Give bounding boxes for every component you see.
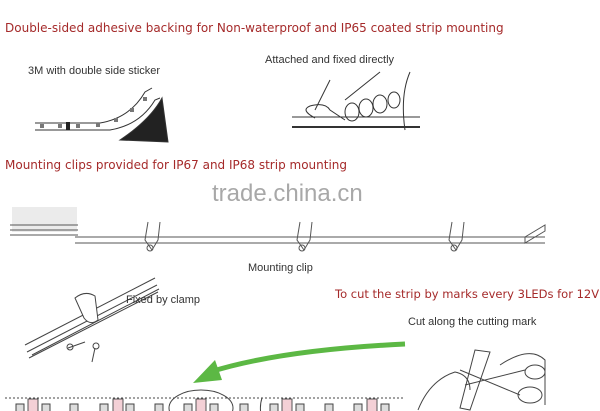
clips-section-heading: Mounting clips provided for IP67 and IP6… xyxy=(5,158,348,172)
mounting-clip-icon xyxy=(144,221,161,252)
mounting-clip-icon xyxy=(448,221,465,252)
mounting-strip-drawing xyxy=(10,207,546,252)
watermark: trade.china.cn xyxy=(212,180,363,207)
attached-label: Attached and fixed directly xyxy=(265,54,395,66)
adhesive-strip-drawing xyxy=(35,87,169,143)
mounting-clip-label: Mounting clip xyxy=(248,262,313,274)
green-arrow-icon xyxy=(193,341,406,383)
clamp-label: Fixed by clamp xyxy=(126,294,200,306)
sticker-label: 3M with double side sticker xyxy=(28,65,161,77)
hand-pressing-drawing xyxy=(292,71,420,131)
cut-section-heading: To cut the strip by marks every 3LEDs fo… xyxy=(335,287,600,301)
clamp-drawing xyxy=(24,277,160,363)
scissors-cutting-drawing xyxy=(417,349,546,411)
cut-label: Cut along the cutting mark xyxy=(408,316,537,328)
mounting-clip-icon xyxy=(296,221,313,252)
led-strip-cut-drawing xyxy=(5,389,405,411)
adhesive-section-heading: Double-sided adhesive backing for Non-wa… xyxy=(5,21,504,35)
